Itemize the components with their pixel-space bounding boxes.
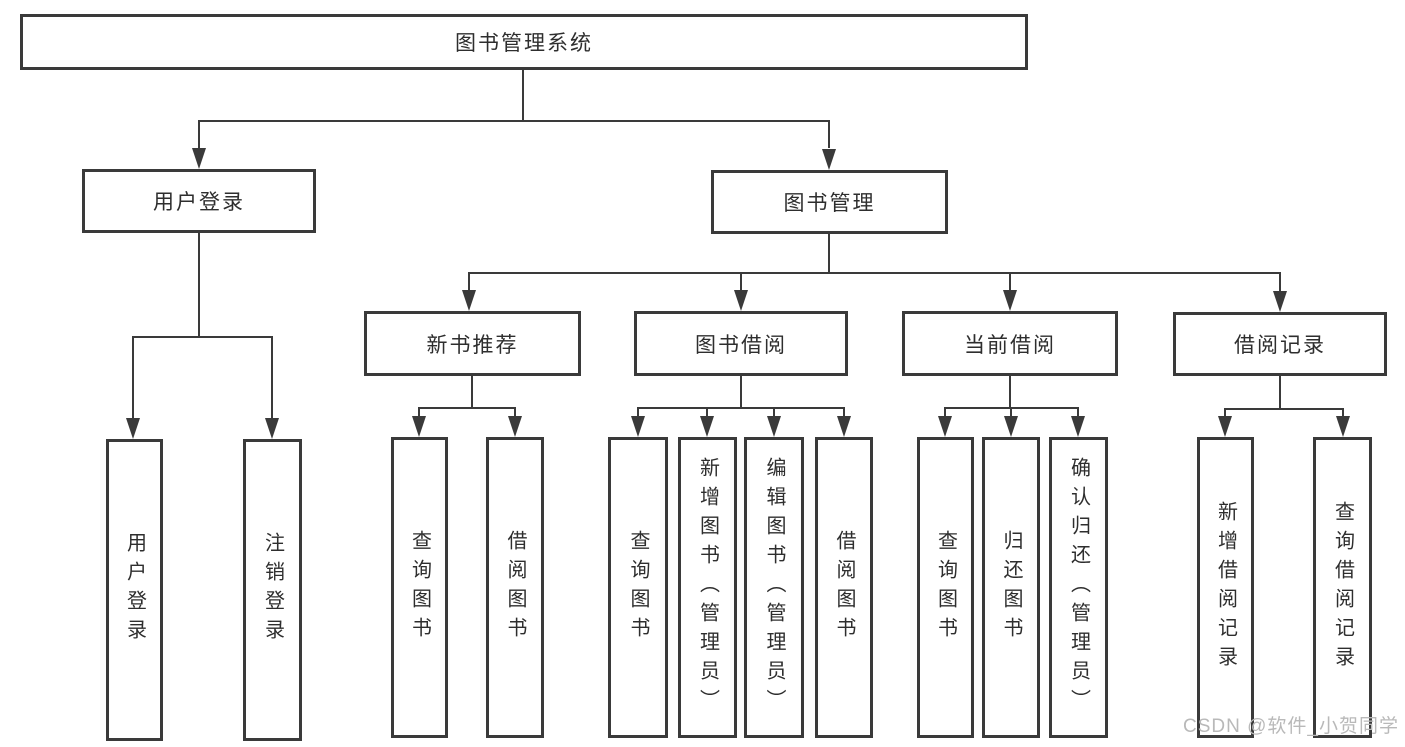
leaf-newbook-borrow-book-label: 借阅图书 bbox=[504, 529, 526, 646]
connector-bookmgmt-drop-3 bbox=[1009, 272, 1011, 291]
node-new-book-recommend: 新书推荐 bbox=[364, 311, 581, 376]
arrowhead-down-icon bbox=[734, 290, 748, 311]
connector-root-stem bbox=[522, 70, 524, 120]
arrowhead-down-icon bbox=[837, 416, 851, 437]
arrowhead-down-icon bbox=[1273, 291, 1287, 312]
connector-userlogin-rail bbox=[133, 336, 273, 338]
node-book-management: 图书管理 bbox=[711, 170, 948, 234]
connector-bookborrow-rail bbox=[637, 407, 845, 409]
leaf-borrow-borrow-book: 借阅图书 bbox=[815, 437, 873, 738]
node-borrow-records: 借阅记录 bbox=[1173, 312, 1387, 376]
connector-bookmgmt-drop-4 bbox=[1279, 272, 1281, 291]
leaf-current-query-book-label: 查询图书 bbox=[934, 529, 957, 646]
node-current-borrow: 当前借阅 bbox=[902, 311, 1118, 376]
leaf-user-login: 用户登录 bbox=[106, 439, 163, 741]
arrowhead-down-icon bbox=[1003, 290, 1017, 311]
leaf-records-query-record-label: 查询借阅记录 bbox=[1331, 500, 1354, 675]
arrowhead-down-icon bbox=[265, 418, 279, 439]
arrowhead-down-icon bbox=[700, 416, 714, 437]
leaf-records-add-record-label: 新增借阅记录 bbox=[1214, 500, 1237, 675]
connector-userlogin-drop-1 bbox=[132, 336, 134, 418]
arrowhead-down-icon bbox=[1004, 416, 1018, 437]
arrowhead-down-icon bbox=[822, 149, 836, 170]
node-user-login: 用户登录 bbox=[82, 169, 316, 233]
node-book-borrow: 图书借阅 bbox=[634, 311, 848, 376]
connector-bookmgmt-rail bbox=[468, 272, 1281, 274]
connector-currentborrow-drop-3 bbox=[1077, 407, 1079, 417]
connector-root-drop-right bbox=[828, 120, 830, 148]
connector-records-stem bbox=[1279, 376, 1281, 408]
connector-root-drop-left bbox=[198, 120, 200, 148]
arrowhead-down-icon bbox=[508, 416, 522, 437]
arrowhead-down-icon bbox=[192, 148, 206, 169]
connector-bookborrow-drop-1 bbox=[637, 407, 639, 417]
leaf-logout: 注销登录 bbox=[243, 439, 302, 741]
connector-bookborrow-drop-2 bbox=[706, 407, 708, 417]
connector-bookborrow-stem bbox=[740, 376, 742, 407]
connector-records-drop-1 bbox=[1224, 408, 1226, 416]
connector-newbook-drop-1 bbox=[418, 407, 420, 417]
leaf-current-return-book: 归还图书 bbox=[982, 437, 1040, 738]
connector-records-drop-2 bbox=[1342, 408, 1344, 416]
connector-newbook-rail bbox=[418, 407, 516, 409]
connector-bookmgmt-stem bbox=[828, 234, 830, 272]
leaf-logout-label: 注销登录 bbox=[261, 532, 284, 648]
connector-newbook-drop-2 bbox=[514, 407, 516, 417]
arrowhead-down-icon bbox=[412, 416, 426, 437]
connector-currentborrow-drop-2 bbox=[1010, 407, 1012, 417]
leaf-borrow-edit-book-admin: 编辑图书（管理员） bbox=[744, 437, 804, 738]
connector-bookmgmt-drop-1 bbox=[468, 272, 470, 291]
leaf-borrow-query-book-label: 查询图书 bbox=[627, 529, 649, 646]
arrowhead-down-icon bbox=[1218, 416, 1232, 437]
connector-bookborrow-drop-3 bbox=[773, 407, 775, 417]
connector-records-rail bbox=[1224, 408, 1344, 410]
node-root-system: 图书管理系统 bbox=[20, 14, 1028, 70]
leaf-current-return-book-label: 归还图书 bbox=[1000, 529, 1022, 646]
connector-bookborrow-drop-4 bbox=[843, 407, 845, 417]
csdn-watermark: CSDN @软件_小贺同学 bbox=[1183, 716, 1399, 737]
connector-root-rail bbox=[198, 120, 830, 122]
leaf-borrow-add-book-admin: 新增图书（管理员） bbox=[678, 437, 737, 738]
arrowhead-down-icon bbox=[126, 418, 140, 439]
leaf-current-confirm-return-admin-label: 确认归还（管理员） bbox=[1067, 457, 1090, 718]
leaf-borrow-query-book: 查询图书 bbox=[608, 437, 668, 738]
arrowhead-down-icon bbox=[631, 416, 645, 437]
leaf-borrow-borrow-book-label: 借阅图书 bbox=[833, 529, 855, 646]
leaf-newbook-query-book: 查询图书 bbox=[391, 437, 448, 738]
arrowhead-down-icon bbox=[938, 416, 952, 437]
connector-currentborrow-drop-1 bbox=[944, 407, 946, 417]
leaf-borrow-add-book-admin-label: 新增图书（管理员） bbox=[696, 457, 719, 718]
leaf-records-query-record: 查询借阅记录 bbox=[1313, 437, 1372, 738]
connector-newbook-stem bbox=[471, 376, 473, 407]
leaf-borrow-edit-book-admin-label: 编辑图书（管理员） bbox=[763, 457, 785, 718]
connector-userlogin-drop-2 bbox=[271, 336, 273, 418]
connector-currentborrow-stem bbox=[1009, 376, 1011, 407]
leaf-current-confirm-return-admin: 确认归还（管理员） bbox=[1049, 437, 1108, 738]
connector-bookmgmt-drop-2 bbox=[740, 272, 742, 291]
leaf-records-add-record: 新增借阅记录 bbox=[1197, 437, 1254, 738]
leaf-current-query-book: 查询图书 bbox=[917, 437, 974, 738]
arrowhead-down-icon bbox=[767, 416, 781, 437]
leaf-user-login-label: 用户登录 bbox=[123, 532, 146, 648]
leaf-newbook-query-book-label: 查询图书 bbox=[408, 529, 431, 646]
connector-userlogin-stem bbox=[198, 233, 200, 336]
arrowhead-down-icon bbox=[1336, 416, 1350, 437]
arrowhead-down-icon bbox=[462, 290, 476, 311]
arrowhead-down-icon bbox=[1071, 416, 1085, 437]
leaf-newbook-borrow-book: 借阅图书 bbox=[486, 437, 544, 738]
